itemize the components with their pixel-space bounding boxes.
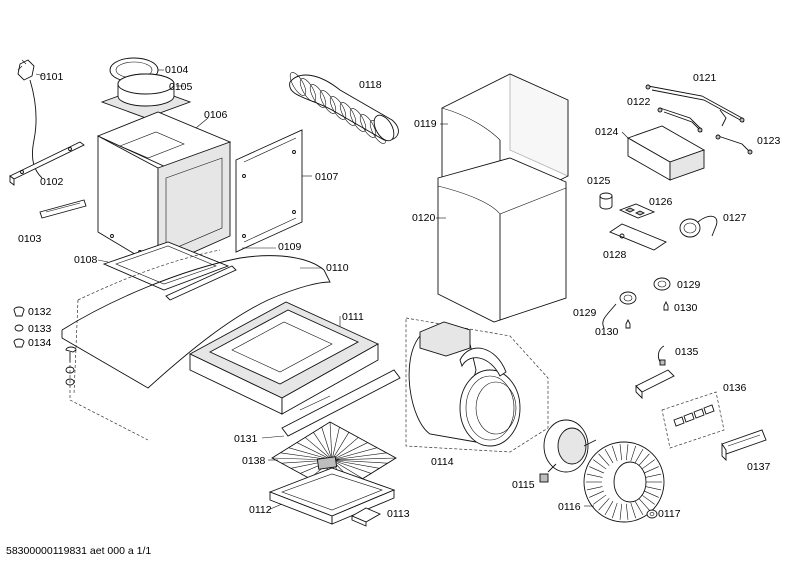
part-0107-side-panel (235, 129, 312, 253)
part-0121-0123-cables (645, 84, 753, 155)
part-label: 0126 (649, 196, 673, 208)
part-label: 0119 (414, 118, 437, 130)
part-label: 0130 (595, 326, 619, 338)
part-label: 0103 (18, 233, 42, 245)
part-0116-fan-wheel (583, 441, 665, 523)
part-0128-control-panel-board (609, 223, 667, 251)
part-0124-control-box (621, 125, 706, 181)
part-0108-base-frame (97, 241, 230, 291)
part-0111-hood-tray (189, 301, 379, 415)
part-0137-fascia-trim (721, 429, 767, 462)
part-label: 0102 (40, 176, 64, 188)
part-0113-filter-clip (350, 507, 382, 527)
part-0118-flexible-duct (289, 72, 399, 144)
part-0115-motor (539, 419, 597, 483)
part-0105-air-outlet-collar (100, 73, 192, 119)
part-label: 0109 (278, 241, 302, 253)
part-label: 0118 (359, 79, 382, 91)
part-0125-capacitor (599, 192, 613, 210)
part-label: 0115 (512, 479, 535, 491)
part-0110-glass-canopy (61, 249, 331, 395)
part-label: 0116 (558, 501, 581, 513)
part-label: 0113 (387, 508, 410, 520)
part-label: 0138 (242, 455, 266, 467)
part-0117-nut (646, 509, 658, 519)
part-label: 0129 (573, 307, 597, 319)
part-label: 0130 (674, 302, 698, 314)
part-0132-0134-screws (13, 306, 149, 441)
part-label: 0123 (757, 135, 781, 147)
part-label: 0135 (675, 346, 699, 358)
part-label: 0137 (747, 461, 771, 473)
part-label: 0106 (204, 109, 228, 121)
part-label: 0110 (326, 262, 349, 274)
part-0109-trim-strip (165, 247, 276, 301)
document-reference: 58300000119831 aet 000 a 1/1 (6, 545, 152, 557)
part-0106-fan-casing (96, 111, 232, 269)
part-label: 0122 (627, 96, 651, 108)
part-label: 0134 (28, 337, 52, 349)
part-label: 0131 (234, 433, 258, 445)
part-0135-switch-module (635, 345, 675, 400)
part-label: 0114 (431, 456, 454, 468)
part-label: 0128 (603, 249, 627, 261)
part-0130-bulbs (625, 300, 669, 329)
part-0136-push-buttons (661, 391, 725, 449)
part-label: 0104 (165, 64, 189, 76)
part-0129-lamp-holders (602, 277, 671, 329)
part-0101-power-plug (17, 59, 45, 179)
part-label: 0101 (40, 71, 64, 83)
part-0102-wall-bracket (9, 141, 85, 186)
part-0103-mounting-plate (39, 199, 87, 219)
part-label: 0132 (28, 306, 52, 318)
part-label: 0108 (74, 254, 98, 266)
part-0127-halogen-lamp-motor (679, 215, 718, 238)
part-label: 0129 (677, 279, 701, 291)
part-label: 0120 (412, 212, 436, 224)
part-label: 0125 (587, 175, 611, 187)
part-label: 0107 (315, 171, 339, 183)
part-0120-chimney-lower (436, 157, 567, 323)
part-0114-blower-housing (405, 317, 549, 453)
part-0131-filter-strip (261, 369, 401, 439)
part-label: 0111 (342, 311, 364, 323)
part-label: 0105 (169, 81, 193, 93)
part-label: 0112 (249, 504, 272, 516)
part-label: 0121 (693, 72, 717, 84)
part-0126-switch-block (618, 203, 656, 219)
part-label: 0117 (658, 508, 681, 520)
part-label: 0136 (723, 382, 747, 394)
part-label: 0133 (28, 323, 52, 335)
part-0112-filter-frame (267, 467, 396, 525)
part-label: 0127 (723, 212, 747, 224)
part-label: 0124 (595, 126, 619, 138)
